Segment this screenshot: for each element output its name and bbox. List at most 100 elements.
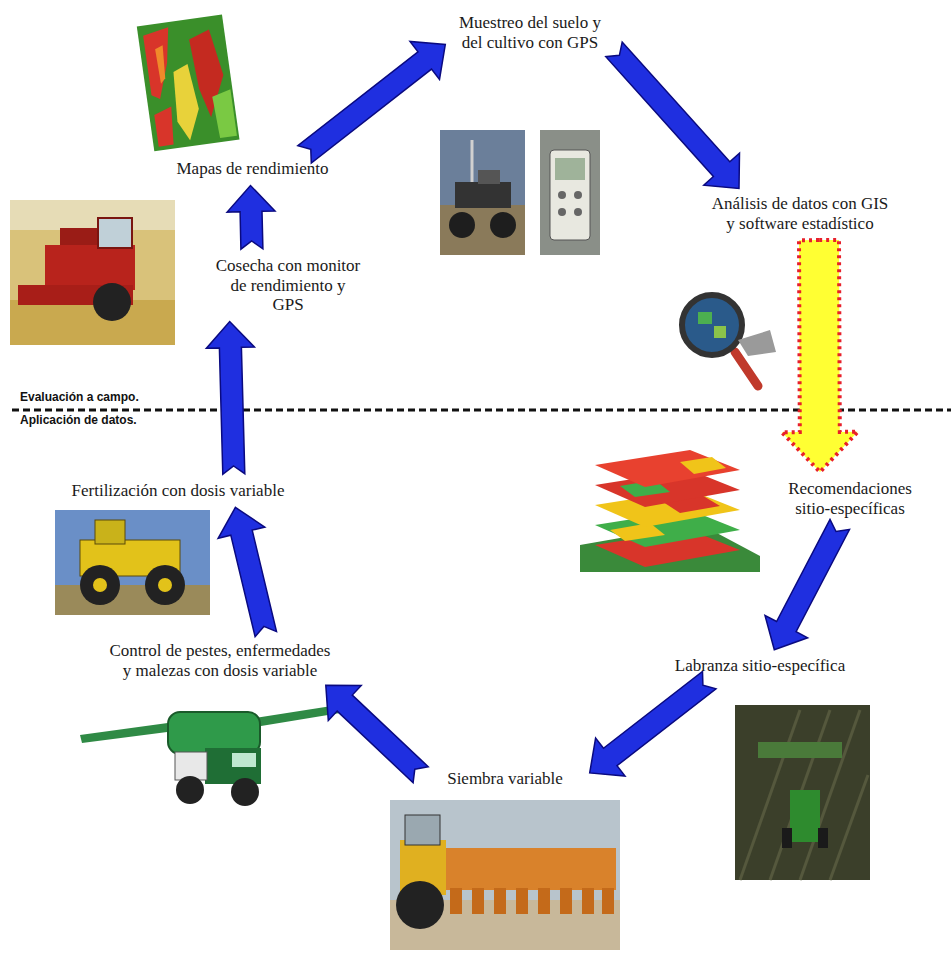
lens-map	[698, 312, 712, 324]
photo-bg	[440, 130, 525, 255]
applicator-cab	[95, 520, 125, 544]
step-label: Siembra variable	[427, 769, 583, 789]
combine-photo	[10, 200, 175, 345]
tractor-cab	[405, 815, 440, 845]
step-node: Muestreo del suelo y del cultivo con GPS	[450, 12, 610, 53]
magnifier-icon	[682, 295, 776, 386]
photo-bg	[540, 130, 600, 255]
crop-strip	[758, 742, 842, 758]
step-label: Labranza sitio-específica	[647, 656, 873, 676]
magnifier-lens	[682, 295, 742, 355]
photo-bg	[10, 200, 175, 345]
sampling-photo	[440, 130, 525, 255]
sprayer-boom	[80, 722, 175, 743]
step-label: Recomendaciones sitio-específicas	[777, 479, 923, 518]
wheel-hub	[93, 578, 107, 592]
step-label: Mapas de rendimiento	[147, 159, 358, 179]
combine-body	[45, 245, 135, 290]
gps-button	[574, 208, 582, 216]
atv-body	[455, 182, 511, 208]
step-node: Recomendaciones sitio-específicas	[775, 478, 925, 519]
tractor-wheel	[818, 828, 828, 848]
applicator-wheel	[145, 565, 185, 605]
yield-map	[137, 15, 240, 152]
sprayer-window	[232, 753, 256, 767]
seeder-row	[516, 888, 528, 914]
fertilizer-photo	[55, 510, 210, 615]
map-zone	[170, 63, 203, 141]
atv-seat	[478, 170, 500, 184]
photo-ground	[55, 585, 210, 615]
tractor-body	[790, 790, 820, 842]
step-node: Mapas de rendimiento	[145, 158, 360, 180]
sprayer-wheel	[176, 776, 204, 804]
map-base	[137, 15, 240, 152]
gps-screen	[555, 158, 585, 180]
section-label: Evaluación a campo.	[18, 391, 141, 404]
map-zone	[142, 27, 177, 100]
magnifier-pointer	[738, 330, 776, 356]
layered-map	[580, 450, 760, 572]
cycle-arrow	[590, 672, 716, 777]
step-node: Cosecha con monitor de rendimiento y GPS	[213, 255, 363, 316]
map-zone	[212, 89, 237, 138]
seeder-row	[538, 888, 550, 914]
cycle-arrow	[606, 42, 740, 189]
step-label: Muestreo del suelo y del cultivo con GPS	[452, 13, 608, 52]
map-zone	[153, 107, 176, 147]
gps-button	[558, 208, 566, 216]
seeder-frame	[446, 848, 616, 890]
cycle-arrow	[326, 685, 428, 783]
furrow	[830, 775, 868, 880]
sprayer-cab	[205, 748, 261, 784]
step-label: Cosecha con monitor de rendimiento y GPS	[215, 256, 361, 315]
photo-bg	[735, 705, 870, 880]
gps-button	[574, 191, 582, 199]
step-node: Siembra variable	[425, 768, 585, 790]
seeder-photo	[390, 800, 620, 950]
seeder-row	[450, 888, 462, 914]
tractor-wheel	[396, 881, 444, 929]
atv-wheel	[490, 212, 516, 238]
gps-device-photo	[540, 130, 600, 255]
section-label: Aplicación de datos.	[18, 414, 139, 427]
step-label: Análisis de datos con GIS y software est…	[707, 194, 893, 233]
seeder-row	[560, 888, 572, 914]
seeder-row	[602, 888, 614, 914]
step-node: Control de pestes, enfermedades y maleza…	[102, 640, 338, 681]
cycle-arrow	[227, 186, 275, 250]
combine-wheel	[93, 283, 131, 321]
step-node: Análisis de datos con GIS y software est…	[705, 193, 895, 234]
map-zone	[155, 45, 168, 84]
applicator-wheel	[80, 565, 120, 605]
sprayer-chassis	[175, 752, 207, 780]
step-node: Fertilización con dosis variable	[38, 480, 318, 502]
cycle-arrow	[298, 42, 446, 164]
seeder-row	[582, 888, 594, 914]
seeder-row	[472, 888, 484, 914]
atv-wheel	[449, 212, 475, 238]
seeder-row	[494, 888, 506, 914]
cycle-arrow	[218, 507, 276, 636]
step-node: Labranza sitio-específica	[645, 655, 875, 677]
cycle-arrow	[765, 519, 850, 649]
sprayer-tank	[168, 712, 260, 754]
photo-sky	[390, 800, 620, 950]
gps-device	[550, 150, 590, 240]
lens-map	[714, 326, 726, 338]
map-layer-zone	[680, 457, 726, 474]
tillage-photo	[735, 705, 870, 880]
gps-button	[558, 191, 566, 199]
furrow	[770, 710, 830, 880]
sprayer-truck	[80, 705, 340, 806]
photo-sky	[55, 510, 210, 615]
sprayer-wheel	[231, 778, 259, 806]
photo-sky	[10, 200, 175, 230]
map-layer	[595, 450, 740, 487]
tractor-wheel	[782, 828, 792, 848]
step-label: Fertilización con dosis variable	[40, 481, 316, 501]
photo-ground	[440, 205, 525, 255]
magnifier-handle	[735, 352, 758, 386]
